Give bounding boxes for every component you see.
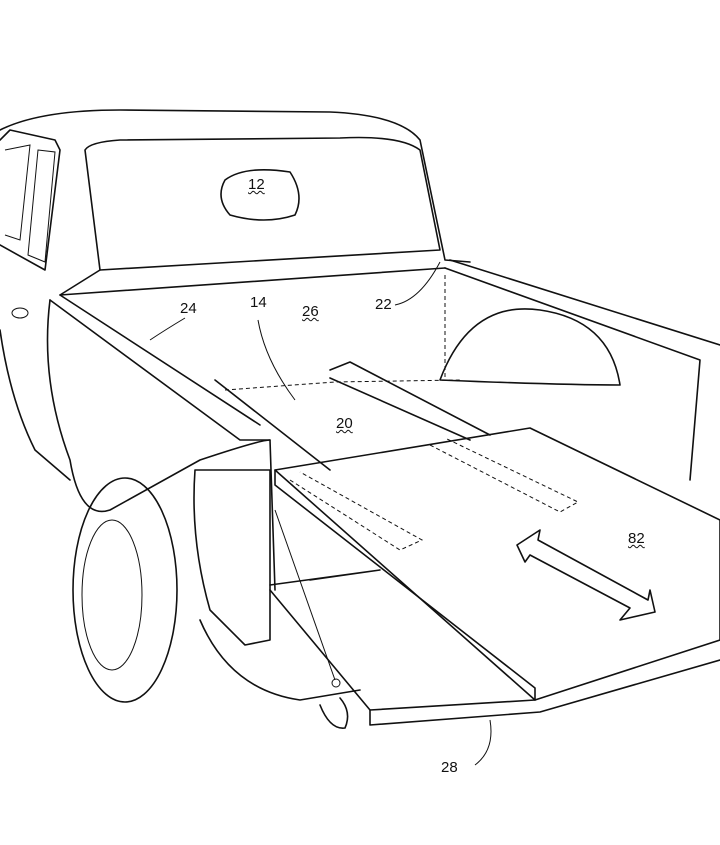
motion-arrow [516,529,656,621]
label-26: 26 [302,303,319,320]
leader-lines [149,261,492,766]
label-82: 82 [628,530,645,547]
side-panel [0,299,361,729]
label-14: 14 [250,294,267,311]
label-22: 22 [375,296,392,313]
label-24: 24 [180,300,197,317]
slide-panel [269,427,720,726]
cab [0,109,471,319]
bed [49,259,720,551]
label-20: 20 [336,415,353,432]
label-12: 12 [248,176,265,193]
label-28: 28 [441,759,458,776]
